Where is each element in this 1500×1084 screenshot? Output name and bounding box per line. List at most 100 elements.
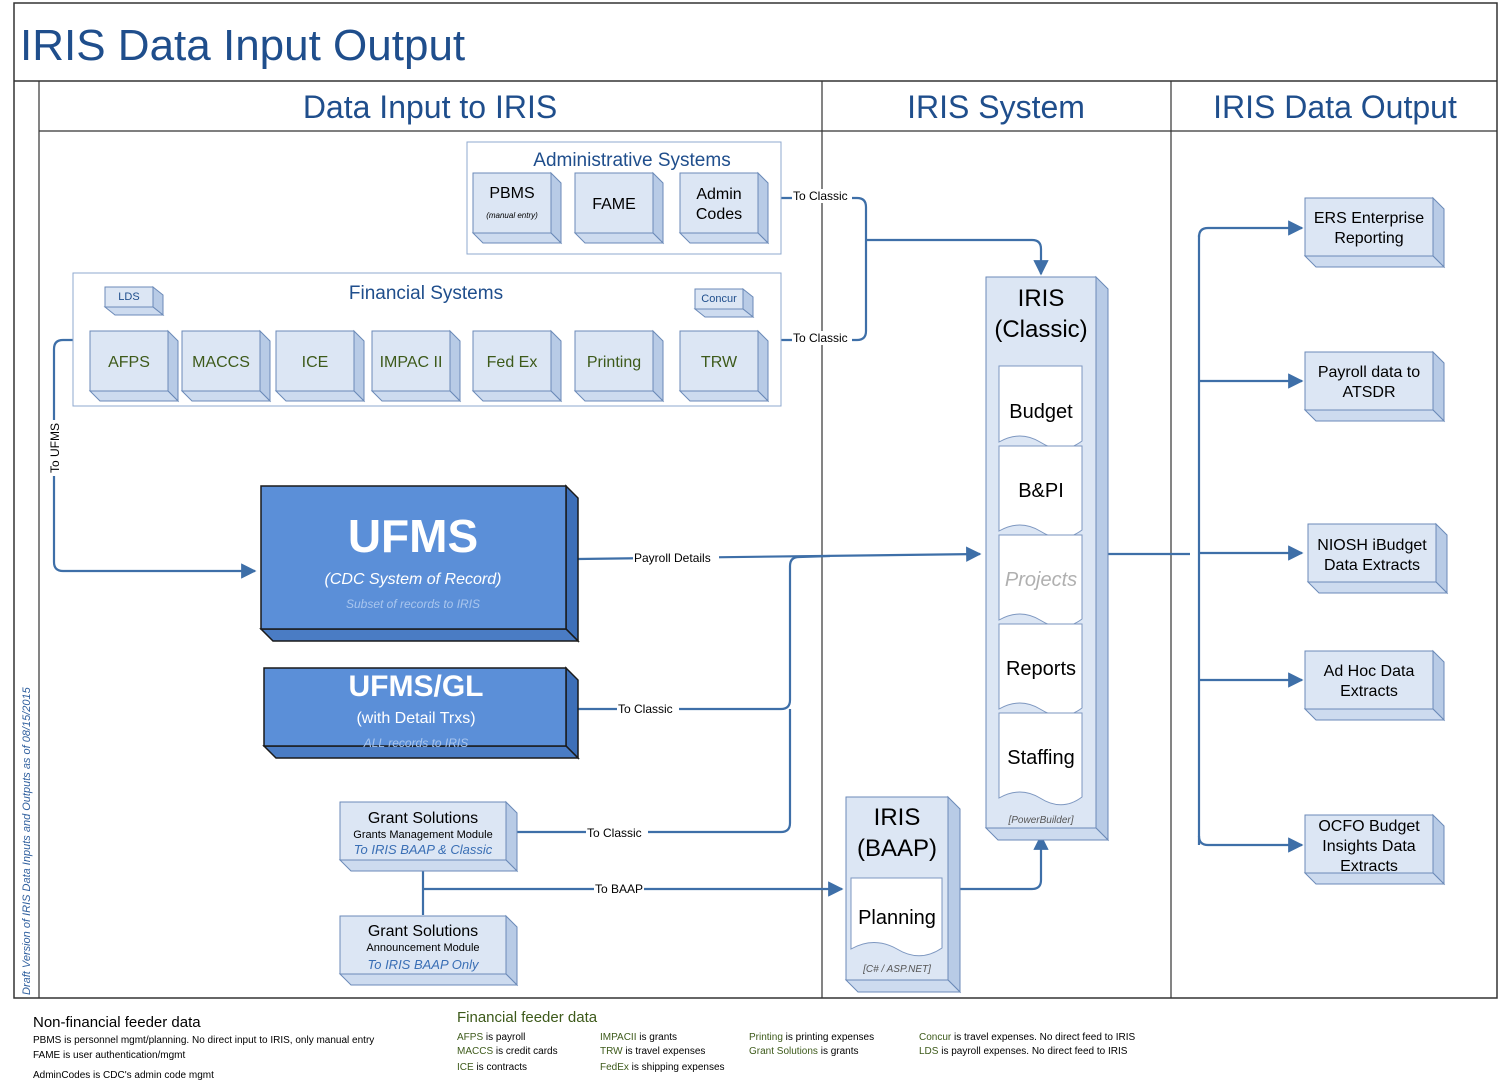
- ufms-gl-faint-note: ALL records to IRIS: [363, 736, 469, 750]
- legend-nonfin-title: Non-financial feeder data: [33, 1014, 201, 1031]
- legend-desc: is contracts: [474, 1062, 527, 1073]
- fedex-label: Fed Ex: [487, 354, 538, 371]
- admin-systems-label: Administrative Systems: [533, 150, 730, 171]
- pbms-box: PBMS (manual entry): [471, 171, 563, 245]
- legend-desc: is travel expenses: [623, 1046, 706, 1057]
- output-ers-line2: Reporting: [1334, 230, 1403, 247]
- ufms-gl-subtitle: (with Detail Trxs): [356, 710, 475, 727]
- label-gl-to-classic: To Classic: [618, 702, 673, 716]
- output-line-ers: [1197, 220, 1304, 238]
- afps-box: AFPS: [88, 329, 180, 403]
- gs-am-module: Announcement Module: [366, 942, 479, 954]
- impac-label: IMPAC II: [380, 354, 443, 371]
- output-payroll-box: Payroll data to ATSDR: [1303, 350, 1446, 423]
- gs-am-title: Grant Solutions: [368, 923, 478, 940]
- column-header-system: IRIS System: [907, 89, 1085, 125]
- printing-label: Printing: [587, 354, 641, 371]
- legend-term: Printing: [749, 1032, 783, 1043]
- legend-desc: is shipping expenses: [629, 1062, 725, 1073]
- svg-text:FAME is user authentication/m: FAME is user authentication/mgmt: [33, 1050, 186, 1061]
- legend-nonfinancial: Non-financial feeder data PBMS is person…: [33, 1014, 374, 1081]
- output-ers-line1: ERS Enterprise: [1314, 210, 1424, 227]
- legend-term: AdminCodes: [33, 1070, 90, 1081]
- legend-term: Grant Solutions: [749, 1046, 818, 1057]
- iris-baap-title-2: (BAAP): [857, 835, 937, 862]
- ufms-gl-box: UFMS/GL (with Detail Trxs) ALL records t…: [262, 666, 580, 760]
- iris-classic-title-1: IRIS: [1018, 285, 1065, 312]
- output-ocfo-box: OCFO Budget Insights Data Extracts: [1303, 813, 1446, 886]
- legend-desc: is grants: [636, 1032, 677, 1043]
- outer-frame: [13, 2, 1498, 999]
- legend-desc: is travel expenses. No direct feed to IR…: [951, 1032, 1135, 1043]
- maccs-label: MACCS: [192, 354, 250, 371]
- label-financial-to-classic: To Classic: [793, 331, 848, 345]
- legend-term: ICE: [457, 1062, 474, 1073]
- page-title: IRIS Data Input Output: [20, 21, 465, 70]
- legend-term: Concur: [919, 1032, 952, 1043]
- ice-label: ICE: [302, 354, 329, 371]
- gl-to-classic-line: [578, 554, 831, 711]
- svg-text:Grant Solutions is grants: Grant Solutions is grants: [749, 1046, 859, 1057]
- financial-systems-label: Financial Systems: [349, 283, 503, 304]
- module-reports: Reports: [1006, 658, 1076, 680]
- trw-label: TRW: [701, 354, 738, 371]
- concur-label: Concur: [701, 293, 737, 305]
- module-staffing: Staffing: [1007, 747, 1074, 769]
- svg-text:MACCS is credit cards: MACCS is credit cards: [457, 1046, 558, 1057]
- label-payroll-details: Payroll Details: [634, 551, 711, 565]
- module-planning: Planning: [858, 907, 936, 929]
- svg-text:ICE is contracts: ICE is contracts: [457, 1062, 527, 1073]
- output-adhoc-box: Ad Hoc Data Extracts: [1303, 649, 1446, 722]
- label-to-ufms: To UFMS: [48, 423, 62, 473]
- svg-text:TRW is travel expenses: TRW is travel expenses: [600, 1046, 705, 1057]
- legend-term: LDS: [919, 1046, 939, 1057]
- lds-label: LDS: [118, 291, 139, 303]
- iris-baap-title-1: IRIS: [874, 804, 921, 831]
- iris-classic-box: IRIS (Classic) Budget B&PI Projects Repo…: [984, 275, 1110, 842]
- output-payroll-line1: Payroll data to: [1318, 364, 1420, 381]
- ufms-subtitle: (CDC System of Record): [325, 571, 502, 588]
- legend-term: IMPACII: [600, 1032, 636, 1043]
- svg-text:Printing is printing expenses: Printing is printing expenses: [749, 1032, 874, 1043]
- legend-desc: is payroll: [483, 1032, 525, 1043]
- lds-box: LDS: [103, 285, 165, 317]
- ufms-title: UFMS: [348, 510, 478, 562]
- output-ocfo-line3: Extracts: [1340, 858, 1398, 875]
- svg-text:AdminCodes is CDC's admin code: AdminCodes is CDC's admin code mgmt: [33, 1070, 214, 1081]
- legend-desc: is grants: [818, 1046, 859, 1057]
- module-bpi: B&PI: [1018, 480, 1064, 502]
- concur-box: Concur: [693, 287, 755, 319]
- fedex-box: Fed Ex: [471, 329, 563, 403]
- label-to-baap: To BAAP: [595, 882, 643, 896]
- legend-desc: is user authentication/mgmt: [60, 1050, 185, 1061]
- legend-term: AFPS: [457, 1032, 483, 1043]
- iris-classic-title-2: (Classic): [994, 316, 1087, 343]
- admin-codes-label-1: Admin: [696, 186, 741, 203]
- gs-gmm-title: Grant Solutions: [368, 810, 478, 827]
- legend-term: MACCS: [457, 1046, 493, 1057]
- ufms-faint-note: Subset of records to IRIS: [346, 597, 480, 611]
- legend-desc: is personnel mgmt/planning. No direct in…: [61, 1035, 374, 1046]
- output-ocfo-line2: Insights Data: [1322, 838, 1415, 855]
- connector-lines: [52, 196, 1304, 915]
- iris-baap-box: IRIS (BAAP) Planning [C# / ASP.NET]: [844, 795, 962, 994]
- gs-gmm-module: Grants Management Module: [353, 829, 492, 841]
- admin-to-classic-line: [781, 196, 868, 240]
- svg-text:LDS is payroll expenses. No d: LDS is payroll expenses. No direct feed …: [919, 1046, 1128, 1057]
- impac-box: IMPAC II: [370, 329, 462, 403]
- baap-to-classic-line: [946, 834, 1049, 891]
- trw-box: TRW: [678, 329, 770, 403]
- legend-desc: is printing expenses: [783, 1032, 874, 1043]
- output-adhoc-line1: Ad Hoc Data: [1324, 663, 1415, 680]
- iris-classic-tech: [PowerBuilder]: [1007, 815, 1073, 826]
- admin-codes-box: Admin Codes: [678, 171, 770, 245]
- gs-gmm-note: To IRIS BAAP & Classic: [354, 842, 493, 857]
- draft-note: Draft Version of IRIS Data Inputs and Ou…: [21, 686, 33, 995]
- fame-box: FAME: [573, 171, 665, 245]
- legend-term: TRW: [600, 1046, 623, 1057]
- legend-desc: is CDC's admin code mgmt: [90, 1070, 214, 1081]
- gs-to-classic-line: [517, 709, 792, 834]
- column-header-output: IRIS Data Output: [1213, 89, 1457, 125]
- legend-fin-title: Financial feeder data: [457, 1009, 598, 1026]
